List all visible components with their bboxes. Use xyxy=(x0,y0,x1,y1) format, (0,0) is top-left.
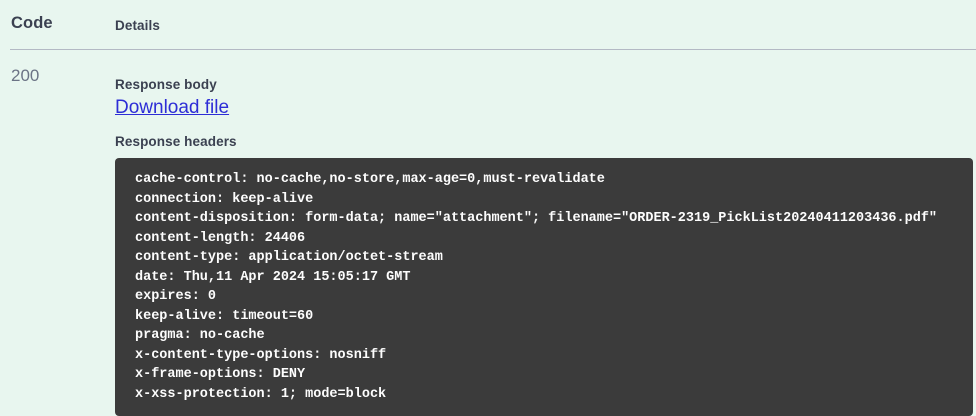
download-file-link[interactable]: Download file xyxy=(115,97,230,118)
column-header-details: Details xyxy=(115,18,160,33)
response-header-line: connection: keep-alive xyxy=(135,191,314,207)
status-code-cell: 200 xyxy=(0,66,108,86)
response-body-label: Response body xyxy=(115,77,217,92)
response-header-line: cache-control: no-cache,no-store,max-age… xyxy=(135,172,605,187)
responses-table-header-row: Code Details xyxy=(0,0,976,49)
response-headers-label: Response headers xyxy=(115,134,237,149)
header-divider xyxy=(10,49,976,50)
response-details-cell: Response body Download file Response hea… xyxy=(108,66,976,416)
response-header-line: x-xss-protection: 1; mode=block xyxy=(135,386,387,402)
response-header-line: date: Thu,11 Apr 2024 15:05:17 GMT xyxy=(135,269,411,285)
response-header-line: content-type: application/octet-stream xyxy=(135,250,443,265)
column-header-code-cell: Code xyxy=(0,14,108,33)
response-headers-code-block: cache-control: no-cache,no-store,max-age… xyxy=(115,158,973,416)
response-header-line: content-disposition: form-data; name="at… xyxy=(135,211,938,226)
response-header-line: keep-alive: timeout=60 xyxy=(135,308,314,324)
response-header-line: pragma: no-cache xyxy=(135,328,265,343)
response-header-line: expires: 0 xyxy=(135,289,217,304)
response-header-line: x-frame-options: DENY xyxy=(135,367,306,382)
response-header-line: content-length: 24406 xyxy=(135,230,306,246)
response-row: 200 Response body Download file Response… xyxy=(0,50,976,416)
response-header-line: x-content-type-options: nosniff xyxy=(135,347,387,363)
column-header-details-cell: Details xyxy=(108,14,976,35)
column-header-code: Code xyxy=(11,14,53,32)
status-code: 200 xyxy=(11,66,40,85)
